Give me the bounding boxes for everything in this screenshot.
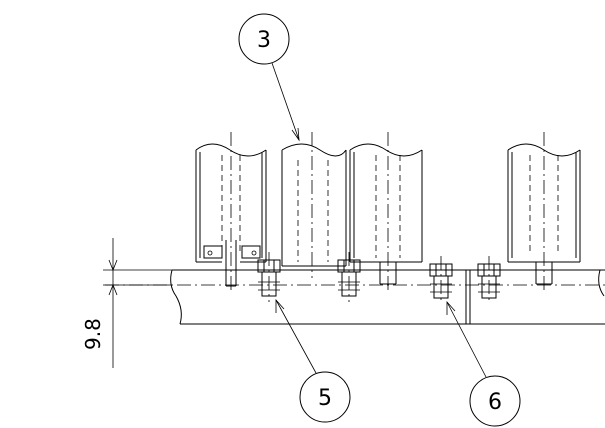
tube-c: [349, 132, 423, 292]
bolt-2: [337, 252, 361, 302]
bolt-4: [477, 256, 501, 302]
callout-6: 6: [446, 300, 521, 427]
callout-3: 3: [238, 13, 300, 142]
dimension-9-8: 9.8: [81, 238, 172, 368]
base-plate: [105, 269, 605, 325]
callout-3-label: 3: [257, 28, 271, 53]
tube-a: [195, 132, 267, 292]
tube-group: [195, 132, 581, 292]
tube-b: [281, 132, 347, 278]
bolt-group: [257, 252, 501, 302]
bolt-3: [429, 256, 453, 302]
tube-d: [507, 132, 581, 292]
callout-6-label: 6: [488, 390, 502, 415]
dimension-label: 9.8: [81, 318, 105, 350]
callout-5: 5: [275, 298, 351, 423]
callout-5-label: 5: [318, 386, 332, 411]
bolt-1: [257, 252, 281, 302]
